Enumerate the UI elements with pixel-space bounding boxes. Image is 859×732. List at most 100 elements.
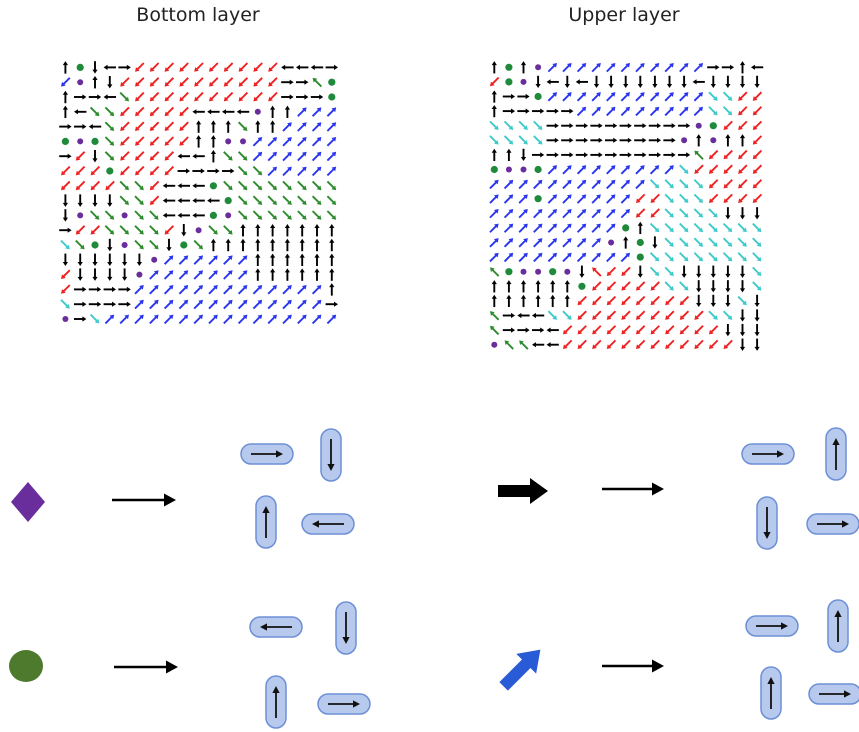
- cyan-down-right-arrow: [752, 237, 762, 247]
- capsule-left-arrow: [301, 513, 355, 535]
- cyan-down-right-arrow: [679, 208, 689, 218]
- left-arrow: [750, 64, 764, 70]
- left-arrow: [177, 183, 191, 189]
- green-down-right-arrow: [89, 210, 100, 220]
- right-arrow: [619, 137, 632, 143]
- cyan-down-right-arrow: [722, 252, 733, 262]
- up-arrow: [210, 149, 216, 163]
- red-down-left-arrow: [650, 208, 660, 218]
- blue-up-right-arrow: [591, 106, 601, 117]
- red-down-left-arrow: [577, 310, 587, 320]
- blue-up-right-arrow: [620, 62, 631, 73]
- cyan-down-right-arrow: [722, 310, 733, 320]
- red-down-left-arrow: [635, 325, 646, 335]
- up-arrow: [255, 268, 261, 281]
- purple-dot: [520, 78, 527, 85]
- red-down-left-arrow: [738, 149, 748, 160]
- purple-dot: [136, 271, 143, 278]
- red-up-left-arrow: [592, 267, 602, 277]
- up-arrow: [314, 268, 320, 281]
- purple-dot: [695, 122, 702, 129]
- green-down-right-arrow: [252, 180, 263, 191]
- left-arrow: [207, 198, 220, 204]
- blue-up-right-arrow: [591, 92, 601, 102]
- blue-up-right-arrow: [547, 208, 558, 219]
- green-dot: [328, 78, 336, 86]
- blue-up-right-arrow: [282, 314, 292, 325]
- up-arrow: [329, 238, 335, 252]
- cyan-down-right-arrow: [664, 222, 674, 233]
- cyan-down-right-arrow: [708, 208, 718, 218]
- blue-up-right-arrow: [282, 285, 292, 295]
- red-down-left-arrow: [679, 310, 690, 320]
- green-down-right-arrow: [252, 195, 263, 205]
- down-arrow: [739, 338, 746, 351]
- red-down-left-arrow: [562, 339, 573, 350]
- green-circle-icon: [9, 650, 43, 682]
- up-arrow: [196, 135, 202, 148]
- blue-up-right-arrow: [635, 179, 645, 190]
- cyan-down-right-arrow: [693, 222, 704, 233]
- green-dot: [328, 93, 336, 101]
- down-arrow: [739, 309, 746, 322]
- left-arrow: [73, 109, 87, 115]
- red-down-left-arrow: [752, 149, 763, 160]
- capsule-right-arrow: [240, 443, 294, 465]
- red-down-left-arrow: [194, 62, 204, 72]
- purple-dot: [77, 79, 84, 86]
- blue-up-right-arrow: [576, 62, 587, 73]
- blue-up-right-arrow: [267, 314, 277, 325]
- blue-up-right-arrow: [311, 122, 322, 132]
- blue-up-right-arrow: [149, 270, 159, 280]
- right-arrow: [707, 64, 720, 70]
- right-arrow: [59, 227, 72, 233]
- capsule-down-arrow: [335, 601, 357, 655]
- blue-up-right-arrow: [591, 62, 601, 73]
- blue-up-right-arrow: [547, 223, 558, 233]
- cyan-down-right-arrow: [679, 252, 689, 262]
- down-arrow: [754, 75, 760, 89]
- red-down-left-arrow: [179, 91, 189, 102]
- purple-dot: [195, 227, 202, 234]
- right-arrow: [325, 64, 339, 70]
- down-arrow: [739, 207, 746, 220]
- red-down-left-arrow: [738, 164, 748, 174]
- blue-up-right-arrow: [606, 208, 616, 219]
- up-arrow: [491, 61, 497, 74]
- blue-up-right-arrow: [547, 252, 558, 263]
- blue-up-right-arrow: [606, 252, 616, 263]
- left-arrow: [575, 79, 589, 85]
- blue-up-right-arrow: [223, 255, 233, 265]
- down-arrow: [92, 61, 98, 74]
- green-down-right-arrow: [326, 180, 337, 191]
- red-down-left-arrow: [752, 164, 763, 174]
- blue-up-right-arrow: [503, 208, 514, 219]
- green-dot: [209, 211, 217, 219]
- down-arrow: [739, 323, 746, 337]
- right-arrow: [73, 94, 87, 100]
- up-arrow: [210, 238, 216, 252]
- right-arrow: [118, 286, 131, 292]
- right-arrow: [281, 94, 294, 100]
- green-dot: [534, 165, 542, 174]
- red-down-left-arrow: [120, 151, 130, 161]
- blue-up-right-arrow: [178, 285, 189, 295]
- blue-up-right-arrow: [267, 285, 277, 295]
- down-arrow: [77, 268, 83, 281]
- blue-up-right-arrow: [208, 314, 218, 325]
- red-down-left-arrow: [708, 179, 719, 189]
- cyan-down-right-arrow: [693, 193, 704, 204]
- blue-up-right-arrow: [562, 165, 572, 175]
- green-up-left-arrow: [489, 267, 500, 277]
- down-arrow: [107, 253, 113, 267]
- blue-up-right-arrow: [591, 208, 601, 219]
- right-arrow: [73, 124, 87, 130]
- right-arrow: [59, 124, 72, 130]
- left-arrow: [103, 64, 117, 70]
- green-dot: [76, 63, 84, 71]
- blue-up-right-arrow: [606, 106, 616, 117]
- red-down-left-arrow: [679, 295, 690, 306]
- cyan-down-right-arrow: [664, 208, 674, 218]
- down-arrow: [652, 75, 658, 89]
- capsule-up-arrow: [265, 675, 287, 729]
